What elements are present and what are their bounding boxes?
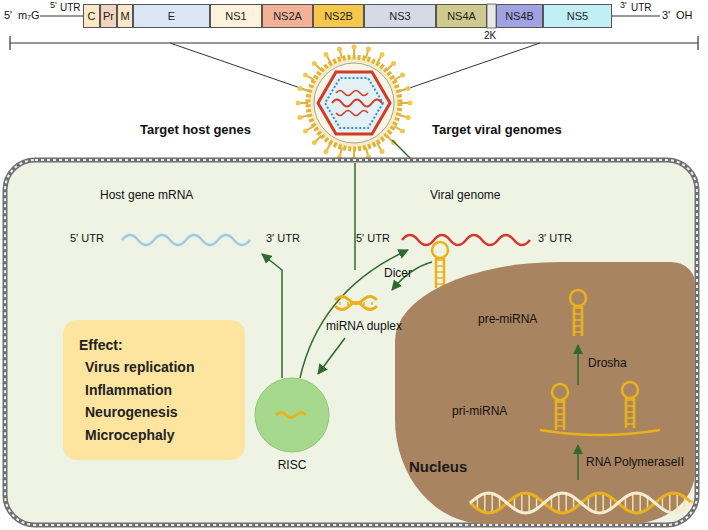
node-text: Pr [103, 10, 114, 22]
node-text: Neurogenesis [79, 401, 229, 423]
genome-segment: NS4B [496, 4, 543, 28]
label: m₇G [18, 9, 40, 21]
node-text: NS5 [567, 10, 588, 22]
label: UTR [631, 2, 652, 13]
label: 5' [4, 9, 12, 21]
genome-segment: NS4A [436, 4, 487, 28]
label: Target host genes [140, 122, 251, 137]
node-text: NS2A [273, 10, 302, 22]
label: RNA PolymeraseII [586, 455, 684, 469]
node-text: NS4A [447, 10, 476, 22]
genome-segment: E [133, 4, 210, 28]
node-text: Effect: [79, 334, 229, 356]
label: 5' UTR [356, 232, 390, 244]
label: Dicer [384, 266, 412, 280]
effect-box: Effect:Virus replicationInflammationNeur… [63, 320, 245, 460]
node-text: NS4B [505, 10, 534, 22]
genome-segment: M [117, 4, 133, 28]
label: 3' UTR [538, 232, 572, 244]
label: Target viral genomes [432, 122, 562, 137]
label: 5' UTR [70, 232, 104, 244]
node-text: M [120, 10, 129, 22]
label: 3' UTR [266, 232, 300, 244]
risc-circle: RISC [255, 378, 329, 452]
genome-segment: C [83, 4, 100, 28]
node-text: RISC [235, 458, 349, 472]
node-text: C [88, 10, 96, 22]
node-text: Microcephaly [79, 424, 229, 446]
genome-segment: Pr [100, 4, 117, 28]
genome-segment: NS2B [313, 4, 364, 28]
node-text: Inflammation [79, 379, 229, 401]
label: UTR [60, 2, 81, 13]
label: pri-miRNA [452, 404, 507, 418]
label: miRNA duplex [326, 319, 402, 333]
label: 5' [50, 0, 57, 10]
label: Viral genome [430, 188, 501, 202]
nucleus: Nucleus [395, 262, 695, 524]
genome-segment: NS5 [543, 4, 612, 28]
label: Host gene mRNA [100, 188, 193, 202]
label: 3' [620, 0, 627, 10]
node-text: NS2B [324, 10, 353, 22]
label: Drosha [588, 356, 627, 370]
label: OH [676, 9, 693, 21]
genome-segment: NS1 [210, 4, 262, 28]
node-text: NS1 [225, 10, 246, 22]
genome-segment: NS3 [364, 4, 436, 28]
node-text: NS3 [389, 10, 410, 22]
label: pre-miRNA [478, 312, 537, 326]
node-text: Virus replication [79, 356, 229, 378]
label: 3' [662, 9, 670, 21]
node-text: E [168, 10, 175, 22]
genome-segment: NS2A [262, 4, 313, 28]
label: 2K [484, 30, 496, 41]
node-text: Nucleus [409, 458, 467, 475]
